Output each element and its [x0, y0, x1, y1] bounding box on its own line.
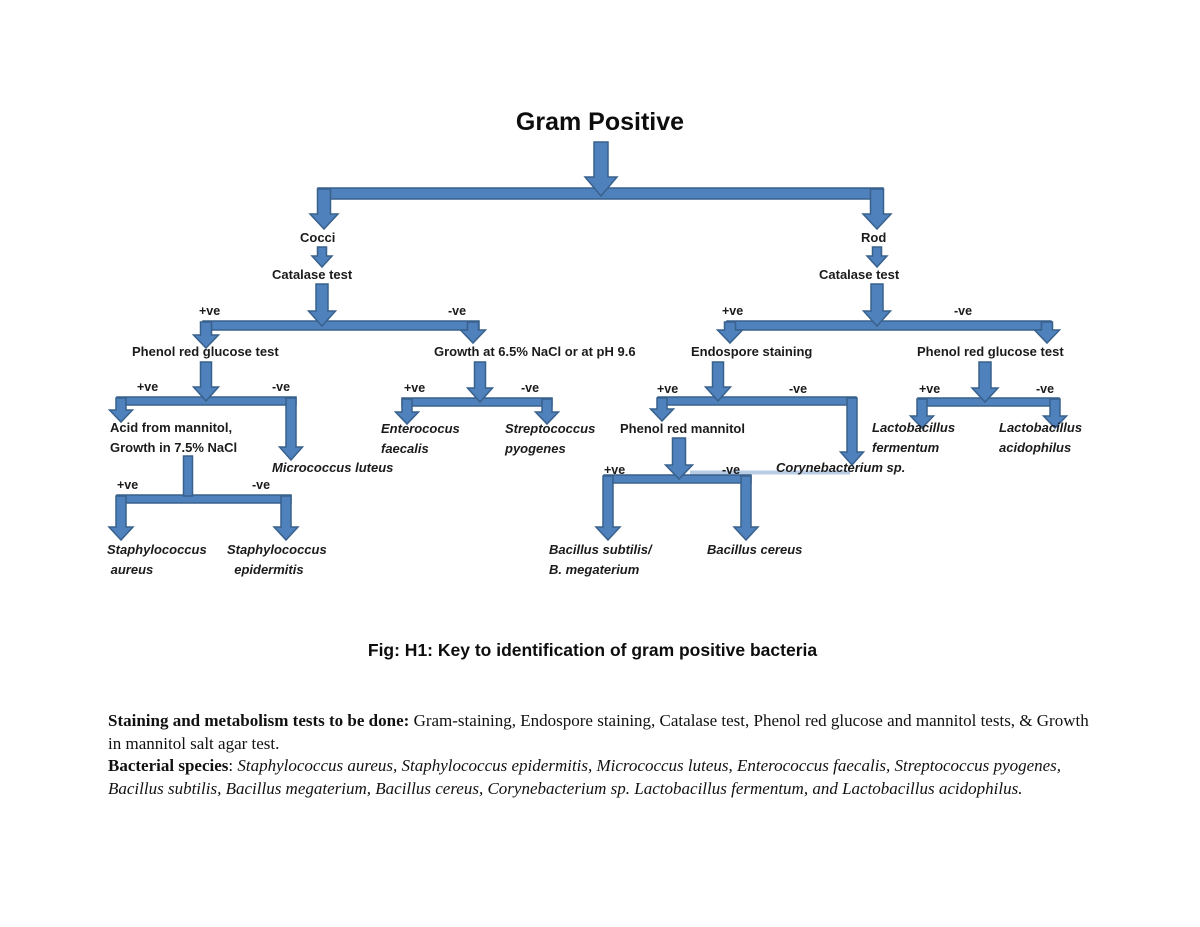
arrow-corynebacterium-drop [838, 397, 866, 467]
arrow-left-neg-drop [458, 321, 488, 345]
figure-caption: Fig: H1: Key to identification of gram p… [367, 640, 818, 660]
leaf-staphylococcus-aureus: Staphylococcus aureus [107, 542, 207, 577]
node-catalase-test-left: Catalase test [272, 267, 353, 282]
nve-label: -ve [722, 463, 741, 477]
arrow-phenol-right-down [970, 361, 1000, 404]
pve-label: +ve [137, 380, 159, 394]
leaf-enterococcus-faecalis: Enterococus faecalis [381, 421, 460, 456]
arrow-title-down [583, 141, 619, 198]
node-phenol-red-glucose-right: Phenol red glucose test [917, 344, 1064, 359]
node-cocci: Cocci [300, 230, 336, 245]
leaf-corynebacterium: Corynebacterium sp. [776, 460, 906, 475]
arrow-top-left-drop [308, 188, 340, 231]
arrow-cocci-catalase [310, 246, 334, 269]
arrow-mannitol-pos-drop [648, 397, 676, 423]
page-title: Gram Positive [515, 108, 685, 136]
notes-section: Staining and metabolism tests to be done… [108, 710, 1106, 800]
node-growth-nacl: Growth at 6.5% NaCl or at pH 9.6 [434, 344, 636, 359]
bar-catalase-left [202, 320, 480, 331]
nve-label: -ve [272, 380, 291, 394]
species-paragraph: Bacterial species: Staphylococcus aureus… [108, 755, 1106, 800]
nve-label: -ve [954, 304, 973, 318]
leaf-lactobacillus-fermentum: Lactobacillus fermentum [872, 420, 956, 455]
species-heading: Bacterial species [108, 756, 229, 776]
arrow-staph-aureus-drop [107, 495, 135, 542]
line-acid-to-bar [182, 455, 194, 497]
pve-label: +ve [404, 381, 426, 395]
leaf-bacillus-subtilis-megaterium: Bacillus subtilis/ B. megaterium [549, 542, 652, 577]
node-phenol-red-glucose-left: Phenol red glucose test [132, 344, 279, 359]
leaf-bacillus-cereus: Bacillus cereus [707, 542, 803, 557]
arrow-endospore-down [703, 361, 733, 403]
arrow-lacto-acid-drop [1041, 398, 1069, 430]
arrow-right-neg-drop [1032, 321, 1062, 345]
arrow-enterococcus-drop [393, 398, 421, 426]
arrow-acid-pos-drop [107, 397, 135, 424]
arrow-right-pos-drop [715, 321, 745, 345]
arrow-top-right-drop [861, 188, 893, 231]
arrow-streptococcus-drop [533, 398, 561, 426]
tests-paragraph: Staining and metabolism tests to be done… [108, 710, 1106, 755]
bar-catalase-right [726, 320, 1052, 331]
arrow-catalase-right-down [861, 283, 893, 328]
nve-label: -ve [448, 304, 467, 318]
arrow-mannitol-down [663, 437, 695, 481]
arrow-rod-catalase [865, 246, 889, 269]
nve-label: -ve [1036, 382, 1055, 396]
nve-label: -ve [252, 478, 271, 492]
nve-label: -ve [521, 381, 540, 395]
accent-light-line [690, 470, 850, 475]
node-endospore-staining: Endospore staining [691, 344, 813, 359]
arrow-growth-down [465, 361, 495, 404]
arrow-catalase-left-down [306, 283, 338, 328]
species-body: Staphylococcus aureus, Staphylococcus ep… [108, 756, 1062, 798]
leaf-micrococcus-luteus: Micrococcus luteus [272, 460, 394, 475]
node-acid-from-mannitol: Acid from mannitol, Growth in 7.5% NaCl [110, 420, 238, 455]
pve-label: +ve [919, 382, 941, 396]
arrow-staph-epi-drop [272, 495, 300, 542]
tests-body: Gram-staining, Endospore staining, Catal… [108, 711, 1089, 753]
arrow-micrococcus-drop [277, 397, 305, 462]
node-catalase-test-right: Catalase test [819, 267, 900, 282]
nve-label: -ve [789, 382, 808, 396]
leaf-staphylococcus-epidermitis: Staphylococcus epidermitis [227, 542, 327, 577]
bar-mannitol-left [116, 494, 292, 504]
bar-endospore [657, 396, 857, 406]
arrow-bacillus-sub-drop [594, 475, 622, 542]
node-rod: Rod [861, 230, 887, 245]
arrow-bacillus-cer-drop [732, 475, 760, 542]
pve-label: +ve [199, 304, 221, 318]
node-phenol-red-mannitol: Phenol red mannitol [620, 421, 745, 436]
pve-label: +ve [117, 478, 139, 492]
arrow-left-pos-drop [191, 321, 221, 350]
species-colon: : [228, 756, 238, 776]
pve-label: +ve [604, 463, 626, 477]
leaf-streptococcus-pyogenes: Streptococcus pyogenes [505, 421, 596, 456]
arrow-lacto-ferm-drop [908, 398, 936, 430]
leaf-lactobacillus-acidophilus: Lactobacillus acidophilus [999, 420, 1083, 455]
pve-label: +ve [722, 304, 744, 318]
arrow-phenol-left-down [191, 361, 221, 403]
tests-heading: Staining and metabolism tests to be done… [108, 711, 410, 730]
pve-label: +ve [657, 382, 679, 396]
